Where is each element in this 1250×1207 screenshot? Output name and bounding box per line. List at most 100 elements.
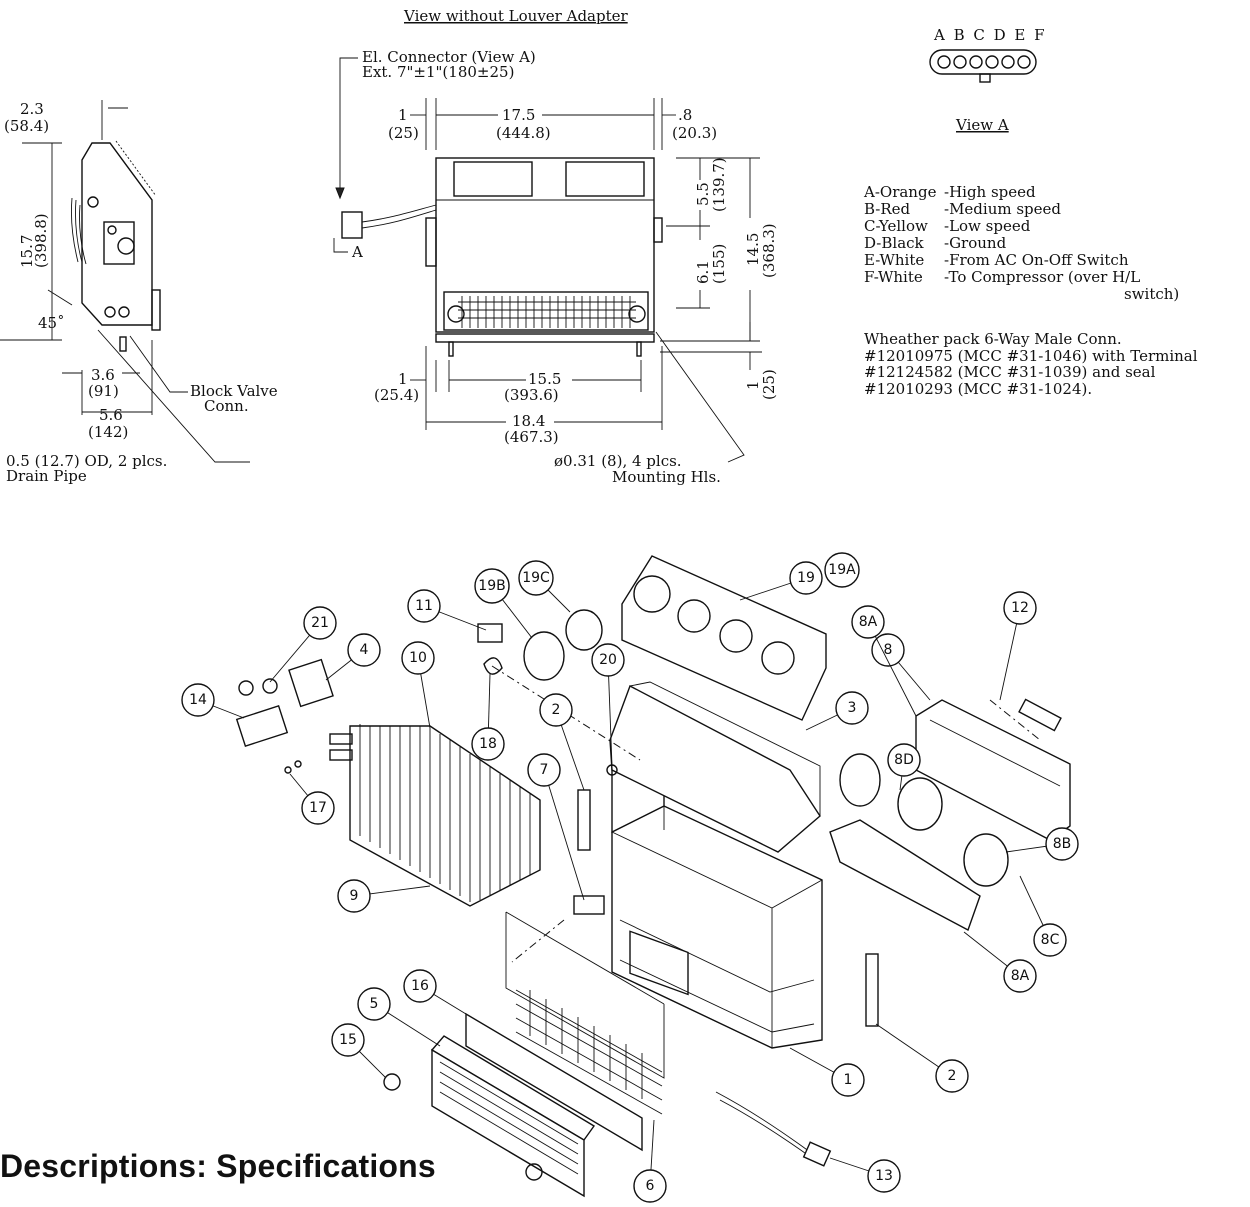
legend-desc-e: -From AC On-Off Switch	[944, 251, 1129, 269]
connector-note-2: #12010975 (MCC #31-1046) with Terminal	[864, 347, 1198, 365]
callout-label: 8A	[859, 614, 878, 630]
connector-note-3: #12124582 (MCC #31-1039) and seal	[864, 363, 1156, 381]
legend-desc-a: -High speed	[944, 183, 1036, 201]
callout-20: 20	[591, 643, 625, 767]
callout-label: 19A	[828, 562, 856, 578]
callout-12: 12	[999, 591, 1037, 701]
view-a: A B C D E F View A A-Orange -High speed …	[863, 26, 1198, 398]
dim-15-5: 15.5	[528, 370, 561, 388]
dim-91: (91)	[88, 382, 119, 400]
dim-393-6: (393.6)	[504, 386, 559, 404]
dim-15-7: 15.7	[18, 235, 36, 268]
callout-label: 4	[360, 642, 369, 658]
evaporator-coil	[329, 724, 541, 907]
dim-6-1: 6.1	[694, 260, 712, 284]
view-a-title: View A	[955, 116, 1009, 134]
front-grille	[458, 296, 636, 328]
callout-label: 19C	[522, 570, 550, 586]
dim-20-3: (20.3)	[672, 124, 717, 142]
callout-2: 2	[539, 693, 585, 791]
callout-13: 13	[829, 1157, 901, 1193]
callout-10: 10	[401, 641, 435, 729]
callout-5: 5	[357, 987, 441, 1047]
connector-label-2: Ext. 7"±1"(180±25)	[362, 63, 514, 81]
dim-14-5: 14.5	[744, 233, 762, 266]
callout-label: 11	[415, 598, 433, 614]
connector-note-1: Wheather pack 6-Way Male Conn.	[864, 330, 1122, 348]
connector-note-4: #12010293 (MCC #31-1024).	[864, 380, 1092, 398]
callout-8b: 8B	[1005, 827, 1079, 861]
legend-desc-d: -Ground	[944, 234, 1007, 252]
dim-58-4: (58.4)	[4, 117, 49, 135]
dim-444-8: (444.8)	[496, 124, 551, 142]
front-view: View without Louver Adapter El. Connecto…	[333, 7, 778, 486]
dim-139-7: (139.7)	[710, 157, 728, 212]
callout-16: 16	[403, 969, 467, 1015]
legend-desc-f-cont: switch)	[1124, 285, 1179, 303]
callout-label: 8	[884, 642, 893, 658]
callout-label: 21	[311, 615, 329, 631]
connector-note: Wheather pack 6-Way Male Conn. #12010975…	[864, 330, 1198, 398]
dim-398-8: (398.8)	[32, 213, 50, 268]
dim-2-3: 2.3	[20, 100, 44, 118]
callout-8d: 8D	[887, 743, 921, 791]
legend-pin-a: A-Orange	[863, 183, 937, 201]
callout-9: 9	[337, 879, 431, 913]
callout-label: 16	[411, 978, 429, 994]
callout-label: 1	[844, 1072, 853, 1088]
drain-label-1: 0.5 (12.7) OD, 2 plcs.	[6, 452, 167, 470]
callout-label: 3	[848, 700, 857, 716]
callout-label: 8A	[1011, 968, 1030, 984]
callout-8a: 8A	[963, 931, 1037, 993]
legend-pin-d: D-Black	[864, 234, 925, 252]
callout-label: 8C	[1041, 932, 1060, 948]
footer-title: Descriptions: Specifications	[0, 1148, 436, 1184]
angle-45: 45˚	[38, 314, 65, 332]
legend-pin-e: E-White	[864, 251, 924, 269]
block-valve-label-2: Conn.	[204, 397, 249, 415]
callout-4: 4	[325, 633, 381, 681]
callout-1: 1	[789, 1047, 865, 1097]
section-marker-a: A	[351, 243, 363, 261]
callout-label: 6	[646, 1178, 655, 1194]
callout-label: 18	[479, 736, 497, 752]
side-view: 2.3 (58.4) 15.7 (398.8) 3.6 (91) 5.6 (14…	[0, 100, 278, 485]
callout-19a: 19A	[824, 552, 860, 588]
callout-7: 7	[527, 753, 585, 901]
callout-label: 5	[370, 996, 379, 1012]
callout-label: 17	[309, 800, 327, 816]
callout-19b: 19B	[474, 568, 533, 639]
dim-142: (142)	[88, 423, 128, 441]
block-valve-label-1: Block Valve	[190, 382, 278, 400]
exploded-view	[235, 555, 1071, 1198]
callout-label: 19	[797, 570, 815, 586]
callout-8a: 8A	[851, 605, 917, 717]
mounting-label-2: Mounting Hls.	[612, 468, 721, 486]
callout-label: 8D	[894, 752, 914, 768]
mounting-label-1: ø0.31 (8), 4 plcs.	[554, 452, 682, 470]
callout-8c: 8C	[1019, 875, 1067, 957]
dim-0-8: .8	[678, 106, 692, 124]
dim-1-bottom: 1	[398, 370, 408, 388]
callout-label: 7	[540, 762, 549, 778]
legend-pin-f: F-White	[864, 268, 923, 286]
dim-3-6: 3.6	[91, 366, 115, 384]
callout-label: 12	[1011, 600, 1029, 616]
callout-3: 3	[805, 691, 869, 731]
callout-label: 14	[189, 692, 207, 708]
dim-155: (155)	[710, 244, 728, 284]
dim-17-5: 17.5	[502, 106, 535, 124]
callout-label: 2	[948, 1068, 957, 1084]
callout-label: 9	[350, 888, 359, 904]
callout-19: 19	[739, 561, 823, 601]
legend-desc-b: -Medium speed	[944, 200, 1061, 218]
callout-21: 21	[269, 606, 337, 683]
callout-17: 17	[289, 773, 335, 825]
dim-368-3: (368.3)	[760, 223, 778, 278]
dim-25-base: (25)	[760, 369, 778, 400]
dim-5-6: 5.6	[99, 406, 123, 424]
callout-label: 15	[339, 1032, 357, 1048]
callout-label: 10	[409, 650, 427, 666]
legend-desc-f: -To Compressor (over H/L	[944, 268, 1140, 286]
